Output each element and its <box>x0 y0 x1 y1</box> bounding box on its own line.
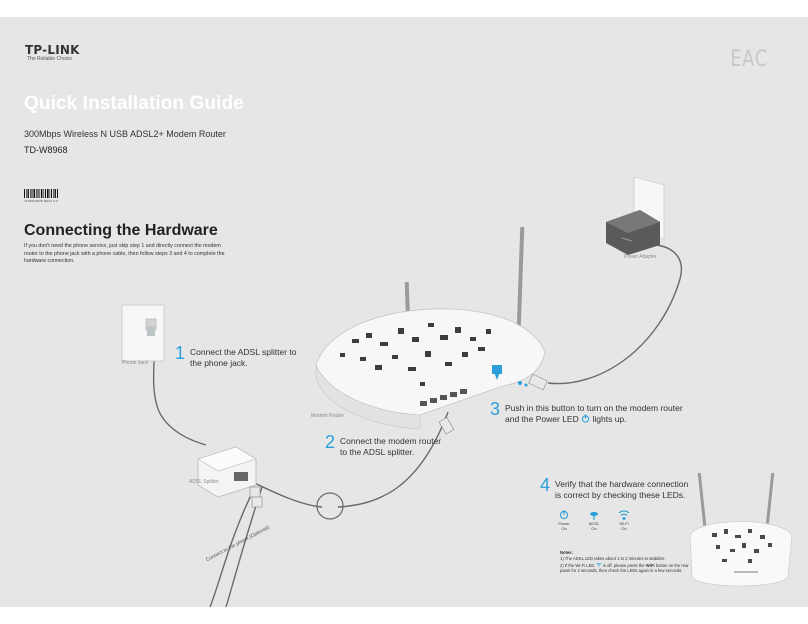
step-2-line2: to the ADSL splitter. <box>340 447 415 457</box>
step-1-line1: Connect the ADSL splitter to <box>190 347 297 357</box>
barcode-number: 7106504538 REV1.0.0 <box>24 199 59 203</box>
notes: Notes: 1) The ADSL LED takes about 1 to … <box>560 550 690 574</box>
step-3: 3 Push in this button to turn on the mod… <box>490 400 683 425</box>
note-2-a: 2) If the Wi-Fi LED <box>560 562 595 568</box>
led-power-state: On <box>561 526 567 531</box>
brand-tagline: The Reliable Choice <box>27 56 73 62</box>
brand-name: TP-LINK <box>25 43 80 57</box>
led-adsl-label: ADSL On <box>583 521 605 531</box>
step-4: 4 Verify that the hardware connection is… <box>540 476 688 501</box>
step-4-line2: is correct by checking these LEDs. <box>555 490 686 500</box>
step-2: 2 Connect the modem router to the ADSL s… <box>325 433 441 458</box>
power-icon <box>559 510 569 520</box>
power-adapter-label: Power Adapter <box>624 254 657 260</box>
led-wifi-label: Wi-Fi On <box>613 521 635 531</box>
power-adapter <box>606 176 665 255</box>
step-2-number: 2 <box>325 432 336 452</box>
hardware-diagram <box>121 176 793 607</box>
step-3-text: Push in this button to turn on the modem… <box>505 403 683 425</box>
barcode <box>24 189 58 198</box>
power-cable <box>547 244 683 385</box>
step-1-line2: the phone jack. <box>190 358 248 368</box>
section-intro: If you don't need the phone service, jus… <box>24 243 225 265</box>
led-power-name: Power <box>558 521 570 526</box>
step-1-number: 1 <box>175 343 186 363</box>
guide-title: Quick Installation Guide <box>24 93 244 114</box>
led-panel <box>559 510 630 520</box>
note-2-b: is off, please press the <box>602 562 645 568</box>
step-4-text: Verify that the hardware connection is c… <box>555 479 688 501</box>
cable-loop <box>316 492 344 520</box>
guide-subtitle: 300Mbps Wireless N USB ADSL2+ Modem Rout… <box>24 129 226 139</box>
wifi-led-icon <box>595 562 602 567</box>
led-power-label: Power On <box>553 521 575 531</box>
step-3-line2-a: and the Power LED <box>505 414 579 424</box>
section-heading: Connecting the Hardware <box>24 222 218 239</box>
step-1: 1 Connect the ADSL splitter to the phone… <box>175 344 296 369</box>
adsl-icon <box>590 512 598 520</box>
small-router <box>689 472 793 587</box>
note-2-wifi-button: WiFi <box>645 562 655 568</box>
step-3-number: 3 <box>490 399 501 419</box>
step-3-line2-b: lights up. <box>592 414 627 424</box>
step-2-text: Connect the modem router to the ADSL spl… <box>340 436 441 458</box>
step-2-line1: Connect the modem router <box>340 436 442 446</box>
router-line-cable <box>337 411 449 508</box>
led-wifi-state: On <box>621 526 627 531</box>
eac-mark: EAC <box>730 47 768 72</box>
adsl-splitter <box>197 446 263 508</box>
power-button-highlight <box>492 365 502 374</box>
phone-jack <box>121 304 165 362</box>
step-3-line2: and the Power LED lights up. <box>505 414 683 425</box>
guide-sheet: TP-LINK The Reliable Choice EAC Quick In… <box>0 17 808 607</box>
adsl-splitter-label: ADSL Splitter <box>189 479 219 485</box>
step-3-line1: Push in this button to turn on the modem… <box>505 403 683 413</box>
phone-optional-cable <box>209 488 255 607</box>
step-1-text: Connect the ADSL splitter to the phone j… <box>190 347 296 369</box>
led-adsl-state: On <box>591 526 597 531</box>
phone-jack-label: Phone Jack <box>122 360 149 366</box>
step-4-number: 4 <box>540 475 551 495</box>
notes-title: Notes: <box>560 550 574 555</box>
led-adsl-name: ADSL <box>588 521 600 526</box>
note-2-d: button on the rear panel for 2 seconds, … <box>560 562 689 574</box>
wifi-icon <box>618 510 630 520</box>
step-4-line1: Verify that the hardware connection <box>555 479 689 489</box>
power-led-icon <box>581 414 590 423</box>
model-number: TD-W8968 <box>24 145 68 155</box>
note-1: 1) The ADSL LED takes about 1 to 2 minut… <box>560 555 666 561</box>
led-wifi-name: Wi-Fi <box>619 521 629 526</box>
note-2: 2) If the Wi-Fi LED is off, please press… <box>560 562 690 575</box>
modem-router <box>315 226 546 430</box>
tp-link-logo: TP-LINK The Reliable Choice <box>25 43 80 62</box>
modem-router-label: Modem Router <box>311 413 345 419</box>
